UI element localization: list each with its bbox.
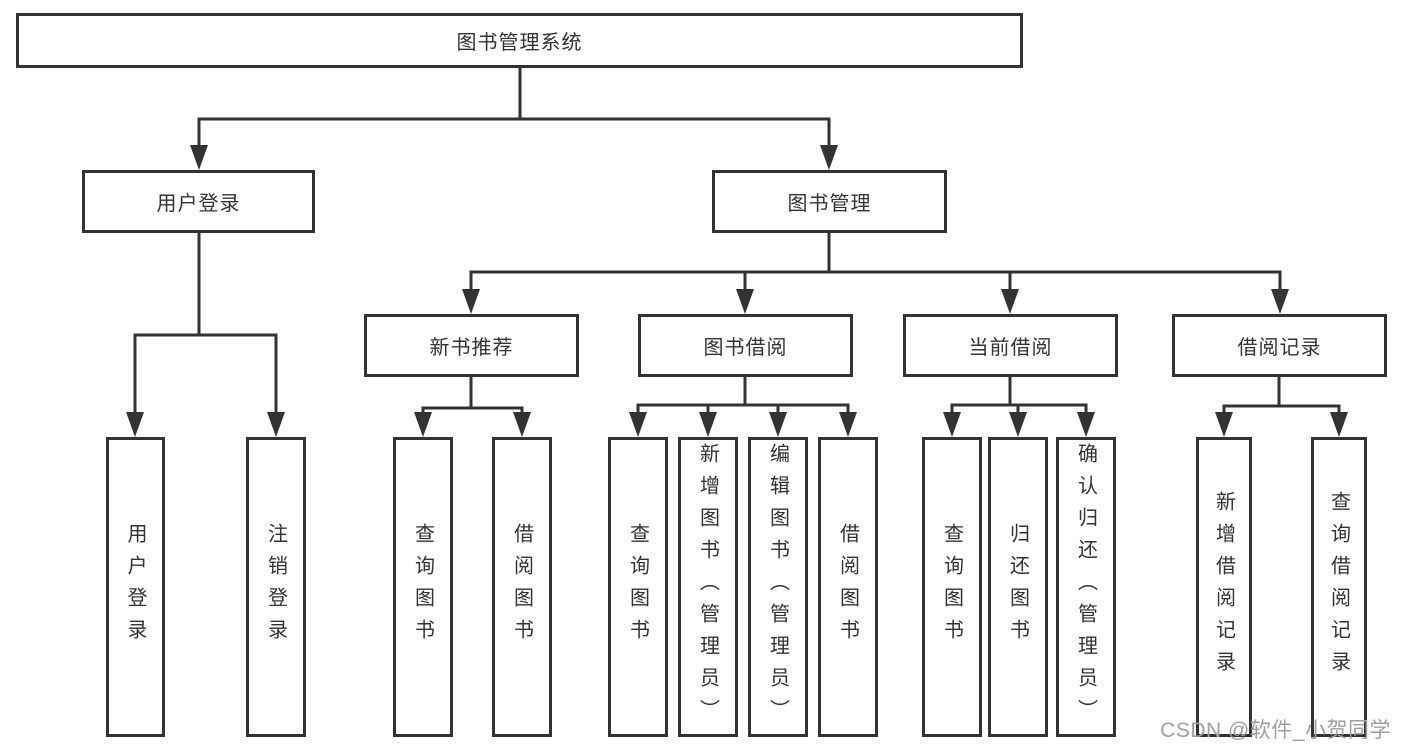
connector [1222,375,1341,408]
node-label: 图书借阅 [703,337,788,359]
connector [950,375,1088,407]
arrow-down-icon [1077,412,1095,437]
node-user-login: 用户登录 [82,170,315,233]
arrow-down-icon [414,412,432,437]
node-label: 图书管理 [787,193,872,215]
node-label: 当前借阅 [968,337,1053,359]
node-label: 借阅图书 [510,523,533,651]
node-label: 编辑图书（管理员） [766,443,789,731]
arrow-down-icon [1001,289,1019,314]
leaf-add-books-admin: 新增图书（管理员） [678,437,738,737]
node-label: 用户登录 [124,523,146,651]
leaf-edit-books-admin: 编辑图书（管理员） [748,437,808,737]
node-label: 借阅记录 [1237,337,1322,359]
leaf-borrow-books-borrowing: 借阅图书 [818,437,878,737]
node-library-system: 图书管理系统 [16,13,1023,68]
leaf-logout-login: 注销登录 [246,437,306,737]
node-label: 查询图书 [940,523,963,651]
connector-arrows [126,119,1348,437]
node-label: 归还图书 [1006,523,1029,651]
leaf-user-login: 用户登录 [106,437,165,737]
arrow-down-icon [699,412,717,437]
leaf-query-borrow-record: 查询借阅记录 [1311,437,1367,737]
arrow-down-icon [190,145,208,170]
node-label: 查询图书 [411,523,434,651]
arrow-down-icon [1215,412,1233,437]
node-book-borrowing: 图书借阅 [638,314,853,377]
connector [197,66,831,121]
arrow-down-icon [1330,412,1348,437]
node-label: 图书管理系统 [456,32,583,54]
arrow-down-icon [126,412,144,437]
arrow-down-icon [839,412,857,437]
node-label: 新增图书（管理员） [696,443,719,731]
watermark-csdn: CSDN @软件_小贺同学 [1160,719,1391,742]
arrow-down-icon [1009,412,1027,437]
connector [469,231,1282,274]
leaf-query-books-current: 查询图书 [922,437,982,737]
arrow-down-icon [1271,289,1289,314]
node-label: 查询图书 [626,523,649,651]
node-label: 借阅图书 [836,523,859,651]
arrow-down-icon [769,412,787,437]
node-borrowing-records: 借阅记录 [1172,314,1387,377]
leaf-query-books-borrowing: 查询图书 [608,437,668,737]
arrow-down-icon [513,412,531,437]
connector [636,375,850,407]
arrow-down-icon [629,412,647,437]
node-book-management: 图书管理 [712,170,947,233]
node-label: 注销登录 [264,523,287,651]
connector [421,375,524,410]
arrow-down-icon [267,412,285,437]
arrow-down-icon [736,289,754,314]
leaf-confirm-return-admin: 确认归还（管理员） [1056,437,1116,737]
leaf-add-borrow-record: 新增借阅记录 [1196,437,1252,737]
node-label: 用户登录 [156,193,241,215]
node-label: 查询借阅记录 [1327,491,1350,683]
connector [133,231,278,337]
node-label: 新书推荐 [429,337,514,359]
node-new-book-recommendation: 新书推荐 [364,314,579,377]
arrow-down-icon [943,412,961,437]
node-label: 新增借阅记录 [1212,491,1235,683]
arrow-down-icon [462,289,480,314]
arrow-down-icon [820,145,838,170]
node-current-borrowing: 当前借阅 [903,314,1118,377]
leaf-borrow-books-recommend: 借阅图书 [492,437,552,737]
leaf-return-books: 归还图书 [988,437,1048,737]
node-label: 确认归还（管理员） [1074,443,1097,731]
leaf-query-books-recommend: 查询图书 [393,437,453,737]
